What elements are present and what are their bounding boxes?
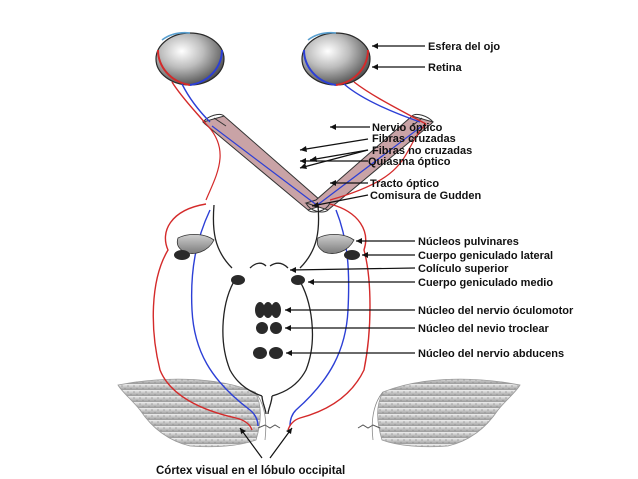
label-esfera-del-ojo: Esfera del ojo: [428, 41, 500, 53]
oculomotor-nuclei: [255, 302, 281, 318]
label-fibras-cruzadas: Fibras cruzadas: [372, 133, 456, 145]
occipital-cortex: [118, 379, 520, 447]
right-eyeball: [302, 33, 370, 85]
label-retina: Retina: [428, 62, 463, 74]
label-nucleo-abducens: Núcleo del nervio abducens: [418, 348, 564, 360]
left-eyeball: [156, 33, 224, 85]
pulvinar-nuclei: [177, 234, 354, 253]
label-cortex-visual: Córtex visual en el lóbulo occipital: [156, 465, 345, 477]
label-coliculo-superior: Colículo superior: [418, 263, 509, 275]
medial-geniculate-bodies: [231, 275, 305, 285]
label-nucleo-oculomotor: Núcleo del nervio óculomotor: [418, 305, 574, 317]
optic-nerves: [172, 82, 426, 124]
trochlear-nuclei: [256, 322, 282, 334]
label-tracto-optico: Tracto óptico: [370, 178, 439, 190]
label-cuerpo-geniculado-lateral: Cuerpo geniculado lateral: [418, 250, 553, 262]
abducens-nuclei: [253, 347, 283, 359]
label-nucleo-troclear: Núcleo del nevio troclear: [418, 323, 550, 335]
label-cuerpo-geniculado-medio: Cuerpo geniculado medio: [418, 277, 553, 289]
label-comisura-de-gudden: Comisura de Gudden: [370, 190, 482, 202]
crossed-fibers: [192, 126, 422, 426]
label-quiasma-optico: Quiasma óptico: [368, 156, 451, 168]
label-nucleos-pulvinares: Núcleos pulvinares: [418, 236, 519, 248]
